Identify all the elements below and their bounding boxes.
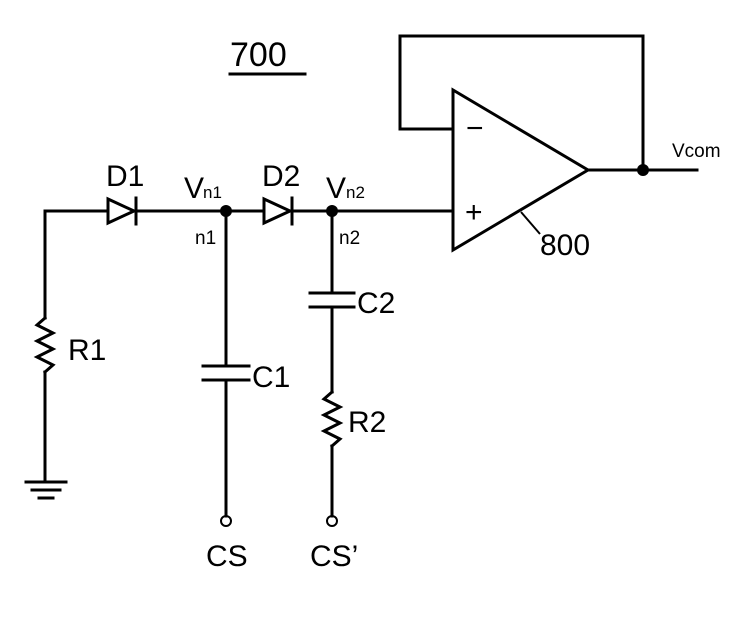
vn1-label-sub: n1 [203, 183, 222, 202]
ground-icon [26, 482, 66, 498]
cs-label: CS [206, 540, 248, 573]
r2-label: R2 [348, 406, 386, 439]
d2-diode-icon [264, 198, 292, 224]
vn1-label-main: V [184, 172, 204, 205]
d1-diode-icon [108, 198, 136, 224]
vn2-label-sub: n2 [346, 183, 365, 202]
d2-label: D2 [262, 160, 300, 193]
c2-label: C2 [357, 287, 395, 320]
n2-label: n2 [339, 228, 360, 249]
c1-label: C1 [252, 361, 290, 394]
opamp-plus-sign: + [465, 196, 483, 229]
node-vcom-dot [637, 164, 649, 176]
d1-label: D1 [106, 160, 144, 193]
vn2-label-main: V [326, 172, 346, 205]
r1-resistor [37, 318, 53, 372]
opamp-minus-sign: − [466, 112, 484, 145]
opamp-ref-label: 800 [540, 229, 590, 262]
vcom-label: Vcom [672, 141, 721, 162]
cs-prime-label: CS’ [310, 540, 358, 573]
r2-resistor [324, 392, 340, 446]
n1-label: n1 [195, 228, 216, 249]
opamp-ref-leader [521, 212, 540, 234]
r1-label: R1 [68, 334, 106, 367]
figure-number: 700 [230, 36, 287, 74]
